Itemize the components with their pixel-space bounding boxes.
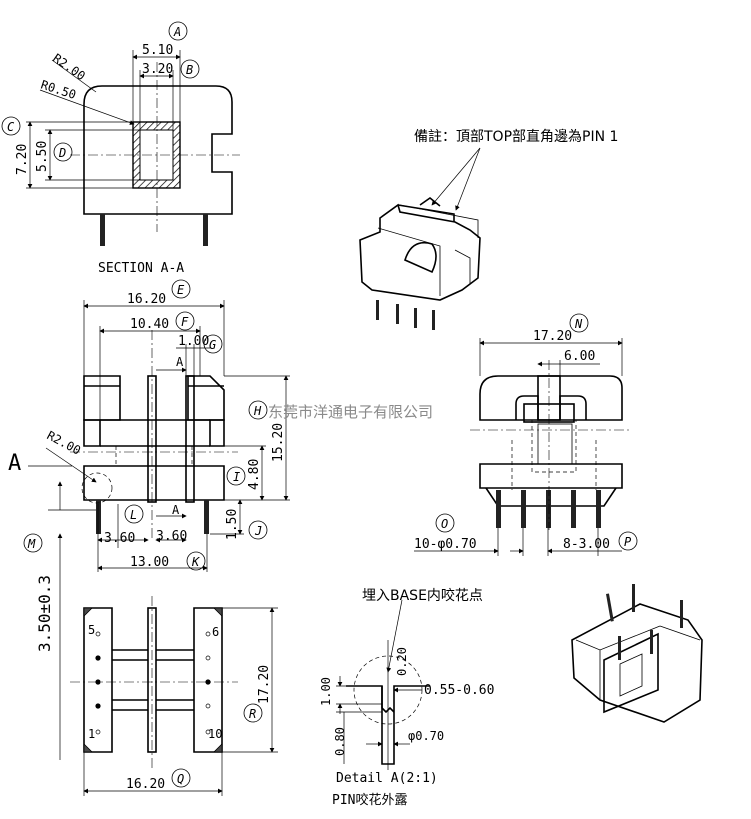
svg-text:I: I — [233, 470, 240, 484]
side-view: 17.20 6.00 10-φ0.70 8-3.00 — [414, 329, 632, 556]
pin-number-6: 6 — [212, 625, 219, 639]
dim-7-20: 7.20 — [15, 144, 30, 175]
detail-a: 埋入BASE内咬花点 0.20 0.55-0.60 1.00 0.80 φ0.7… — [319, 587, 494, 808]
svg-text:N: N — [574, 317, 583, 331]
balloon-i: I — [226, 466, 246, 486]
detail-caption-2: PIN咬花外露 — [332, 792, 407, 808]
balloon-m: M — [23, 533, 43, 553]
dim-13-00: 13.00 — [130, 555, 169, 570]
svg-text:R: R — [249, 707, 256, 721]
dim-10-40: 10.40 — [130, 317, 169, 332]
svg-text:G: G — [209, 338, 216, 352]
dim-17-20-side: 17.20 — [533, 329, 572, 344]
balloon-b: B — [180, 59, 200, 79]
balloon-h: H — [248, 400, 268, 420]
balloon-d: D — [53, 142, 73, 162]
svg-text:A: A — [173, 25, 181, 39]
dim-r0-50: R0.50 — [39, 78, 78, 102]
svg-text:D: D — [58, 146, 66, 160]
dim-3-50: 3.50±0.3 — [35, 575, 54, 652]
svg-text:C: C — [7, 120, 15, 134]
balloon-p: P — [618, 531, 638, 551]
remark-note: 備註：頂部TOP部直角邊為PIN 1 — [414, 128, 618, 145]
iso-view-bottom — [571, 584, 703, 723]
svg-text:H: H — [253, 404, 262, 418]
dim-15-20: 15.20 — [271, 423, 286, 462]
balloon-n: N — [569, 313, 589, 333]
balloon-g: G — [203, 334, 223, 354]
dim-3-20: 3.20 — [142, 62, 173, 77]
svg-text:Q: Q — [177, 772, 184, 786]
dim-pins-dia: 10-φ0.70 — [414, 537, 477, 552]
section-mark-big: A — [8, 451, 21, 476]
front-view: 16.20 10.40 1.00 A A A 15.20 4.80 1.50 3… — [8, 292, 290, 760]
balloon-q: Q — [171, 768, 191, 788]
svg-text:B: B — [186, 63, 193, 77]
svg-text:F: F — [181, 315, 189, 329]
dim-1-50: 1.50 — [225, 509, 240, 540]
dim-0-20: 0.20 — [395, 647, 409, 676]
balloon-l: L — [124, 504, 144, 524]
dim-pitch: 8-3.00 — [563, 537, 610, 552]
balloon-e: E — [171, 279, 191, 299]
svg-text:J: J — [254, 524, 262, 538]
svg-text:E: E — [177, 283, 185, 297]
section-view: 5.10 3.20 R2.00 R0.50 7.20 5.50 SECTION … — [15, 43, 240, 276]
section-mark-top: A — [176, 355, 184, 369]
svg-text:L: L — [130, 508, 137, 522]
dim-16-20-bottom: 16.20 — [126, 777, 165, 792]
dim-17-20-bottom: 17.20 — [257, 665, 272, 704]
pin-number-10: 10 — [208, 727, 222, 741]
pin-number-1: 1 — [88, 727, 95, 741]
dim-5-10: 5.10 — [142, 43, 173, 58]
dim-0-80: 0.80 — [333, 727, 347, 756]
dim-0-55-0-60: 0.55-0.60 — [424, 683, 494, 698]
dim-phi-0-70: φ0.70 — [408, 729, 444, 743]
dim-16-20-front: 16.20 — [127, 292, 166, 307]
svg-text:K: K — [191, 555, 200, 569]
dim-3-60-right: 3.60 — [156, 529, 187, 544]
balloon-o: O — [435, 513, 455, 533]
balloon-a: A — [168, 21, 188, 41]
balloon-r: R — [243, 703, 263, 723]
dim-1-00: 1.00 — [178, 334, 209, 349]
balloon-j: J — [248, 520, 268, 540]
balloon-k: K — [186, 551, 206, 571]
dim-5-50: 5.50 — [35, 141, 50, 172]
iso-view-top — [359, 147, 481, 330]
balloon-c: C — [1, 116, 21, 136]
dim-3-60-left: 3.60 — [104, 531, 135, 546]
svg-text:M: M — [27, 537, 36, 551]
dim-6-00: 6.00 — [564, 349, 595, 364]
detail-note: 埋入BASE内咬花点 — [362, 587, 483, 604]
pin-number-5: 5 — [88, 623, 95, 637]
dim-1-00-detail: 1.00 — [319, 677, 333, 706]
balloon-f: F — [175, 311, 195, 331]
balloons: A B C D E F G H I J K L M N O P Q R — [1, 21, 638, 788]
svg-text:O: O — [441, 517, 448, 531]
section-caption: SECTION A-A — [98, 261, 184, 276]
dim-4-80: 4.80 — [247, 459, 262, 490]
svg-text:P: P — [624, 535, 632, 549]
dim-r2-00: R2.00 — [50, 51, 88, 83]
section-mark-bottom: A — [172, 503, 180, 517]
bottom-view: 5 1 6 10 17.20 16.20 — [70, 596, 278, 796]
dim-r2-00-front: R2.00 — [45, 428, 83, 457]
detail-caption: Detail A(2:1) — [336, 771, 438, 786]
watermark: 东莞市洋通电子有限公司 — [268, 403, 433, 421]
